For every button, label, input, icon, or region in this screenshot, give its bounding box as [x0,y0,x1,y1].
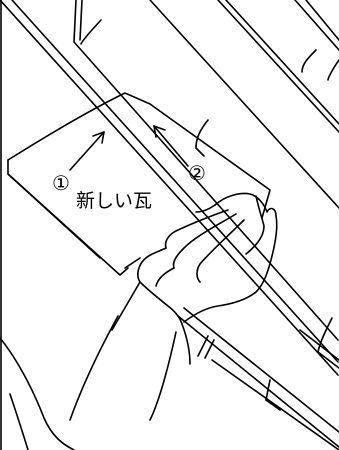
body-lines [0,337,75,450]
step-2-marker: ② [188,161,206,185]
step-1-marker: ① [52,171,70,195]
new-tile [7,92,271,276]
lower-roof-tiles [177,307,339,450]
upper-roof-tiles [0,0,339,376]
arrow-1 [69,131,105,171]
arrow-2 [153,125,189,167]
new-tile-label: 新しい瓦 [76,190,152,212]
hand-drawing [69,192,278,421]
